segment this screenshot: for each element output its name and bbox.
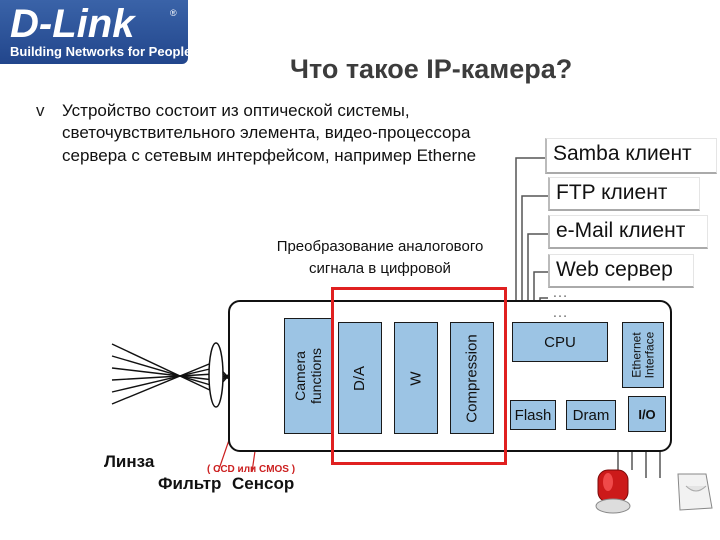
da-block: D/A (338, 322, 382, 434)
service-samba: Samba клиент (545, 138, 717, 174)
io-block: I/O (628, 396, 666, 432)
service-email: e-Mail клиент (548, 215, 708, 249)
filter-label: Фильтр (158, 474, 222, 493)
bullet-icon: v (36, 101, 45, 120)
slide-title: Что такое IP-камера? (290, 54, 573, 84)
service-more-1: … (552, 284, 568, 301)
motion-sensor-icon (677, 473, 713, 511)
lens-label: Линза (104, 452, 155, 471)
dlink-logo (0, 0, 188, 64)
intro-line-2: светочувствительного элемента, видео-про… (62, 123, 471, 142)
ethernet-block: Ethernet Interface (622, 322, 664, 388)
ethernet-label: Ethernet Interface (629, 331, 656, 379)
dram-block: Dram (566, 400, 616, 430)
w-block: W (394, 322, 438, 434)
service-more-2: … (552, 304, 568, 321)
conversion-highlight (331, 287, 507, 465)
service-web: Web сервер (548, 254, 694, 288)
service-ftp: FTP клиент (548, 177, 700, 211)
cpu-block: CPU (512, 322, 608, 362)
camera-functions-block: Camera functions (284, 318, 332, 434)
logo-registered: ® (170, 8, 177, 18)
conversion-note-1: Преобразование аналогового (276, 238, 484, 255)
lens-icon (208, 342, 224, 408)
logo-brand: D-Link (10, 2, 135, 46)
sensor-types-label: ( CCD или CMOS ) (207, 464, 296, 475)
conversion-note-2: сигнала в цифровой (309, 260, 451, 277)
compression-block: Compression (450, 322, 494, 434)
logo-tagline: Building Networks for People (10, 44, 192, 59)
sensor-label: Сенсор (232, 474, 295, 493)
flash-block: Flash (510, 400, 556, 430)
siren-icon (595, 469, 631, 514)
camera-functions-label: Camera functions (292, 347, 324, 405)
intro-line-3: сервера с сетевым интерфейсом, например … (62, 146, 477, 165)
intro-line-1: Устройство состоит из оптической системы… (62, 101, 410, 120)
